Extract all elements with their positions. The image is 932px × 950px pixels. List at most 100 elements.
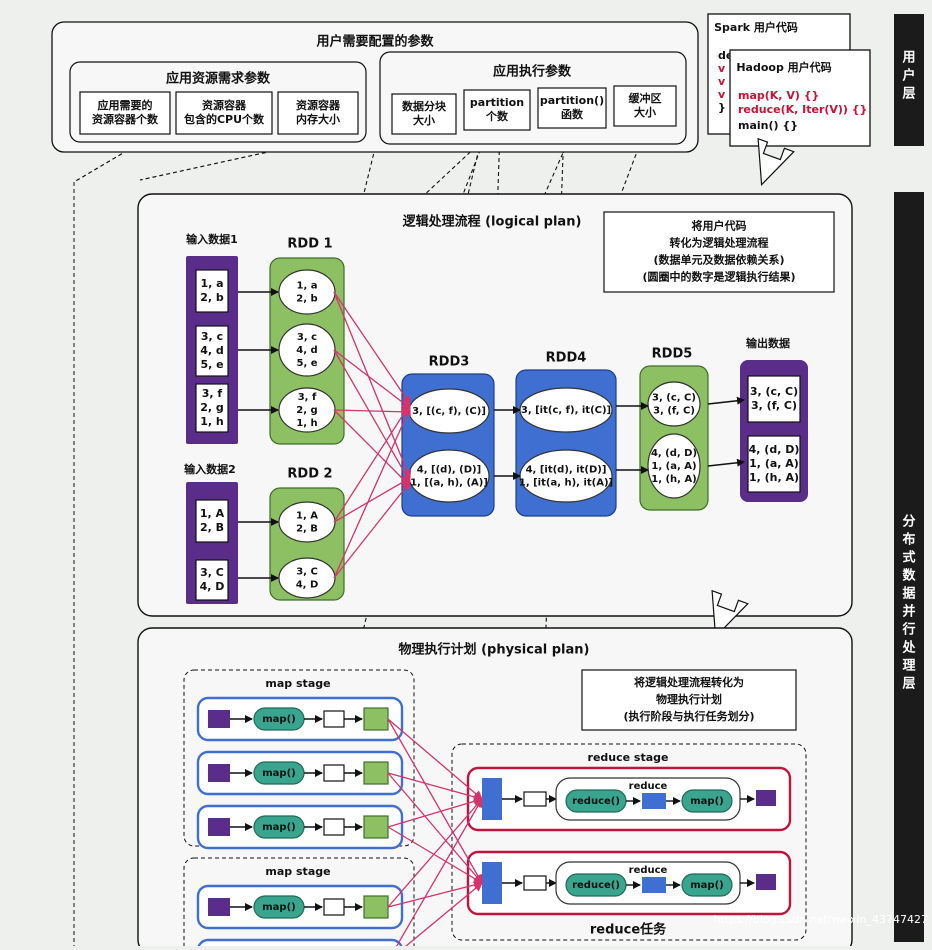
rdd1-partition-text: 3, c <box>297 332 317 343</box>
rdd5-partition-text: 3, (f, C) <box>653 406 695 417</box>
rdd1-label: RDD 1 <box>287 237 332 252</box>
rdd1-partition-text: 1, a <box>297 281 318 292</box>
dist-layer-label: 布 <box>902 532 915 548</box>
config-link <box>139 144 301 181</box>
resource-card-memory-text: 资源容器 <box>296 98 341 112</box>
rdd5-partition <box>647 381 701 427</box>
input2-label: 输入数据2 <box>184 462 236 476</box>
output-cell <box>747 435 801 493</box>
input1-cell-text: 4, d <box>200 344 224 357</box>
rdd5-partition-text: 1, (a, A) <box>651 461 696 472</box>
config-title: 用户需要配置的参数 <box>315 34 434 50</box>
reduce-map-label: map() <box>690 796 723 807</box>
reduce-map-label: map() <box>690 880 723 891</box>
exec-card-partition-count-text: partition <box>470 96 524 109</box>
logical-note-text: 将用户代码 <box>692 219 747 233</box>
input1-cell-text: 3, c <box>201 330 223 343</box>
rdd5-partition-text: 3, (c, C) <box>652 393 696 404</box>
rdd2-partition-text: 2, B <box>296 524 318 535</box>
output-cell-text: 4, (d, D) <box>749 443 800 456</box>
reduce-stage-label: reduce stage <box>588 751 669 764</box>
shuffle-arrow <box>333 349 411 409</box>
resource-card-cpu <box>175 91 273 135</box>
map-buffer <box>323 710 345 728</box>
exec-card-partition-fn <box>537 87 607 129</box>
input1-cell-text: 3, f <box>202 387 223 400</box>
shuffle-arrow <box>387 718 483 884</box>
resource-card-memory <box>277 91 359 135</box>
shuffle-arrow <box>387 880 483 908</box>
map-task <box>196 938 404 950</box>
hadoop-code-card <box>729 49 871 147</box>
exec-card-partition-fn-text: partition() <box>540 94 604 107</box>
reduce-func-label: reduce() <box>572 880 620 891</box>
reduce-map-func <box>681 789 733 813</box>
map-output <box>363 707 389 731</box>
dist-layer-label: 并 <box>902 604 915 620</box>
input2-cell-text: 2, B <box>200 521 224 534</box>
user-layer-label: 用 <box>901 51 915 66</box>
reduce-map-func <box>681 873 733 897</box>
reduce-inner-label: reduce <box>629 865 668 876</box>
rdd2-partition <box>278 501 336 543</box>
dist-layer-band <box>894 192 924 942</box>
resource-card-memory-text: 内存大小 <box>296 112 340 126</box>
rdd3-label: RDD3 <box>429 355 470 370</box>
watermark: https://blog.csdn.net/weixin_43747427 <box>713 913 928 926</box>
rdd1-partition <box>278 269 336 315</box>
logical-note <box>603 211 835 293</box>
config-link <box>73 142 141 183</box>
exec-group-title: 应用执行参数 <box>493 64 572 80</box>
reduce-output-block <box>756 790 776 806</box>
exec-card-partition-count-text: 个数 <box>485 109 509 123</box>
reduce-mid-block <box>642 793 666 809</box>
dist-layer-label: 层 <box>902 677 915 692</box>
shuffle-arrow <box>333 403 411 523</box>
input2-cell-text: 3, C <box>200 566 224 579</box>
user-layer-label: 户 <box>902 68 915 84</box>
rdd2-label: RDD 2 <box>287 467 332 482</box>
shuffle-arrow <box>387 772 483 802</box>
map-input-block <box>208 710 230 728</box>
physical-note-text: (执行阶段与执行任务划分) <box>623 709 754 723</box>
rdd1-partition-text: 3, f <box>298 392 317 403</box>
rdd4-partition-text: 4, [it(d), it(D)] <box>526 465 607 476</box>
spark-code-line: v <box>718 88 726 101</box>
exec-card-block-size-text: 数据分块 <box>402 99 447 113</box>
map-input-block <box>208 898 230 916</box>
rdd2-partition-text: 3, C <box>296 567 318 578</box>
output-cell-text: 1, (h, A) <box>749 471 799 484</box>
rdd4-label: RDD4 <box>546 351 587 366</box>
reduce-output-block <box>756 874 776 890</box>
user-layer-label: 层 <box>902 87 915 102</box>
map-stage-label: map stage <box>265 865 330 878</box>
reduce-task-label: reduce任务 <box>590 922 667 938</box>
shuffle-arrow <box>333 477 411 523</box>
shuffle-arrow <box>333 407 411 579</box>
input2-cell <box>195 559 229 601</box>
map-func-label: map() <box>262 714 295 725</box>
map-stage-label: map stage <box>265 677 330 690</box>
input1-cell-text: 1, a <box>200 277 223 290</box>
exec-card-partition-fn-text: 函数 <box>561 107 584 121</box>
shuffle-arrow <box>387 826 483 884</box>
hadoop-code-title: Hadoop 用户代码 <box>736 60 831 74</box>
shuffle-arrow <box>333 291 411 405</box>
output-label: 输出数据 <box>746 336 790 350</box>
shuffle-arrow <box>333 291 412 479</box>
reduce-buffer <box>523 875 547 891</box>
hadoop-code-map: map(K, V) {} <box>738 89 819 102</box>
map-buffer <box>323 818 345 836</box>
hadoop-code-main: main() {} <box>738 119 798 132</box>
output-cell-text: 3, (f, C) <box>751 399 797 412</box>
rdd4-partition <box>519 449 613 503</box>
resource-card-containers-text: 应用需要的 <box>98 98 153 112</box>
input2-cell <box>195 499 229 543</box>
output-cell <box>747 375 801 423</box>
rdd1-partition-text: 1, h <box>296 418 317 429</box>
shuffle-arrow <box>333 349 411 483</box>
transform-arrow <box>711 589 749 639</box>
rdd2-partition-text: 4, D <box>296 580 319 591</box>
physical-plan-title: 物理执行计划 (physical plan) <box>399 642 590 658</box>
